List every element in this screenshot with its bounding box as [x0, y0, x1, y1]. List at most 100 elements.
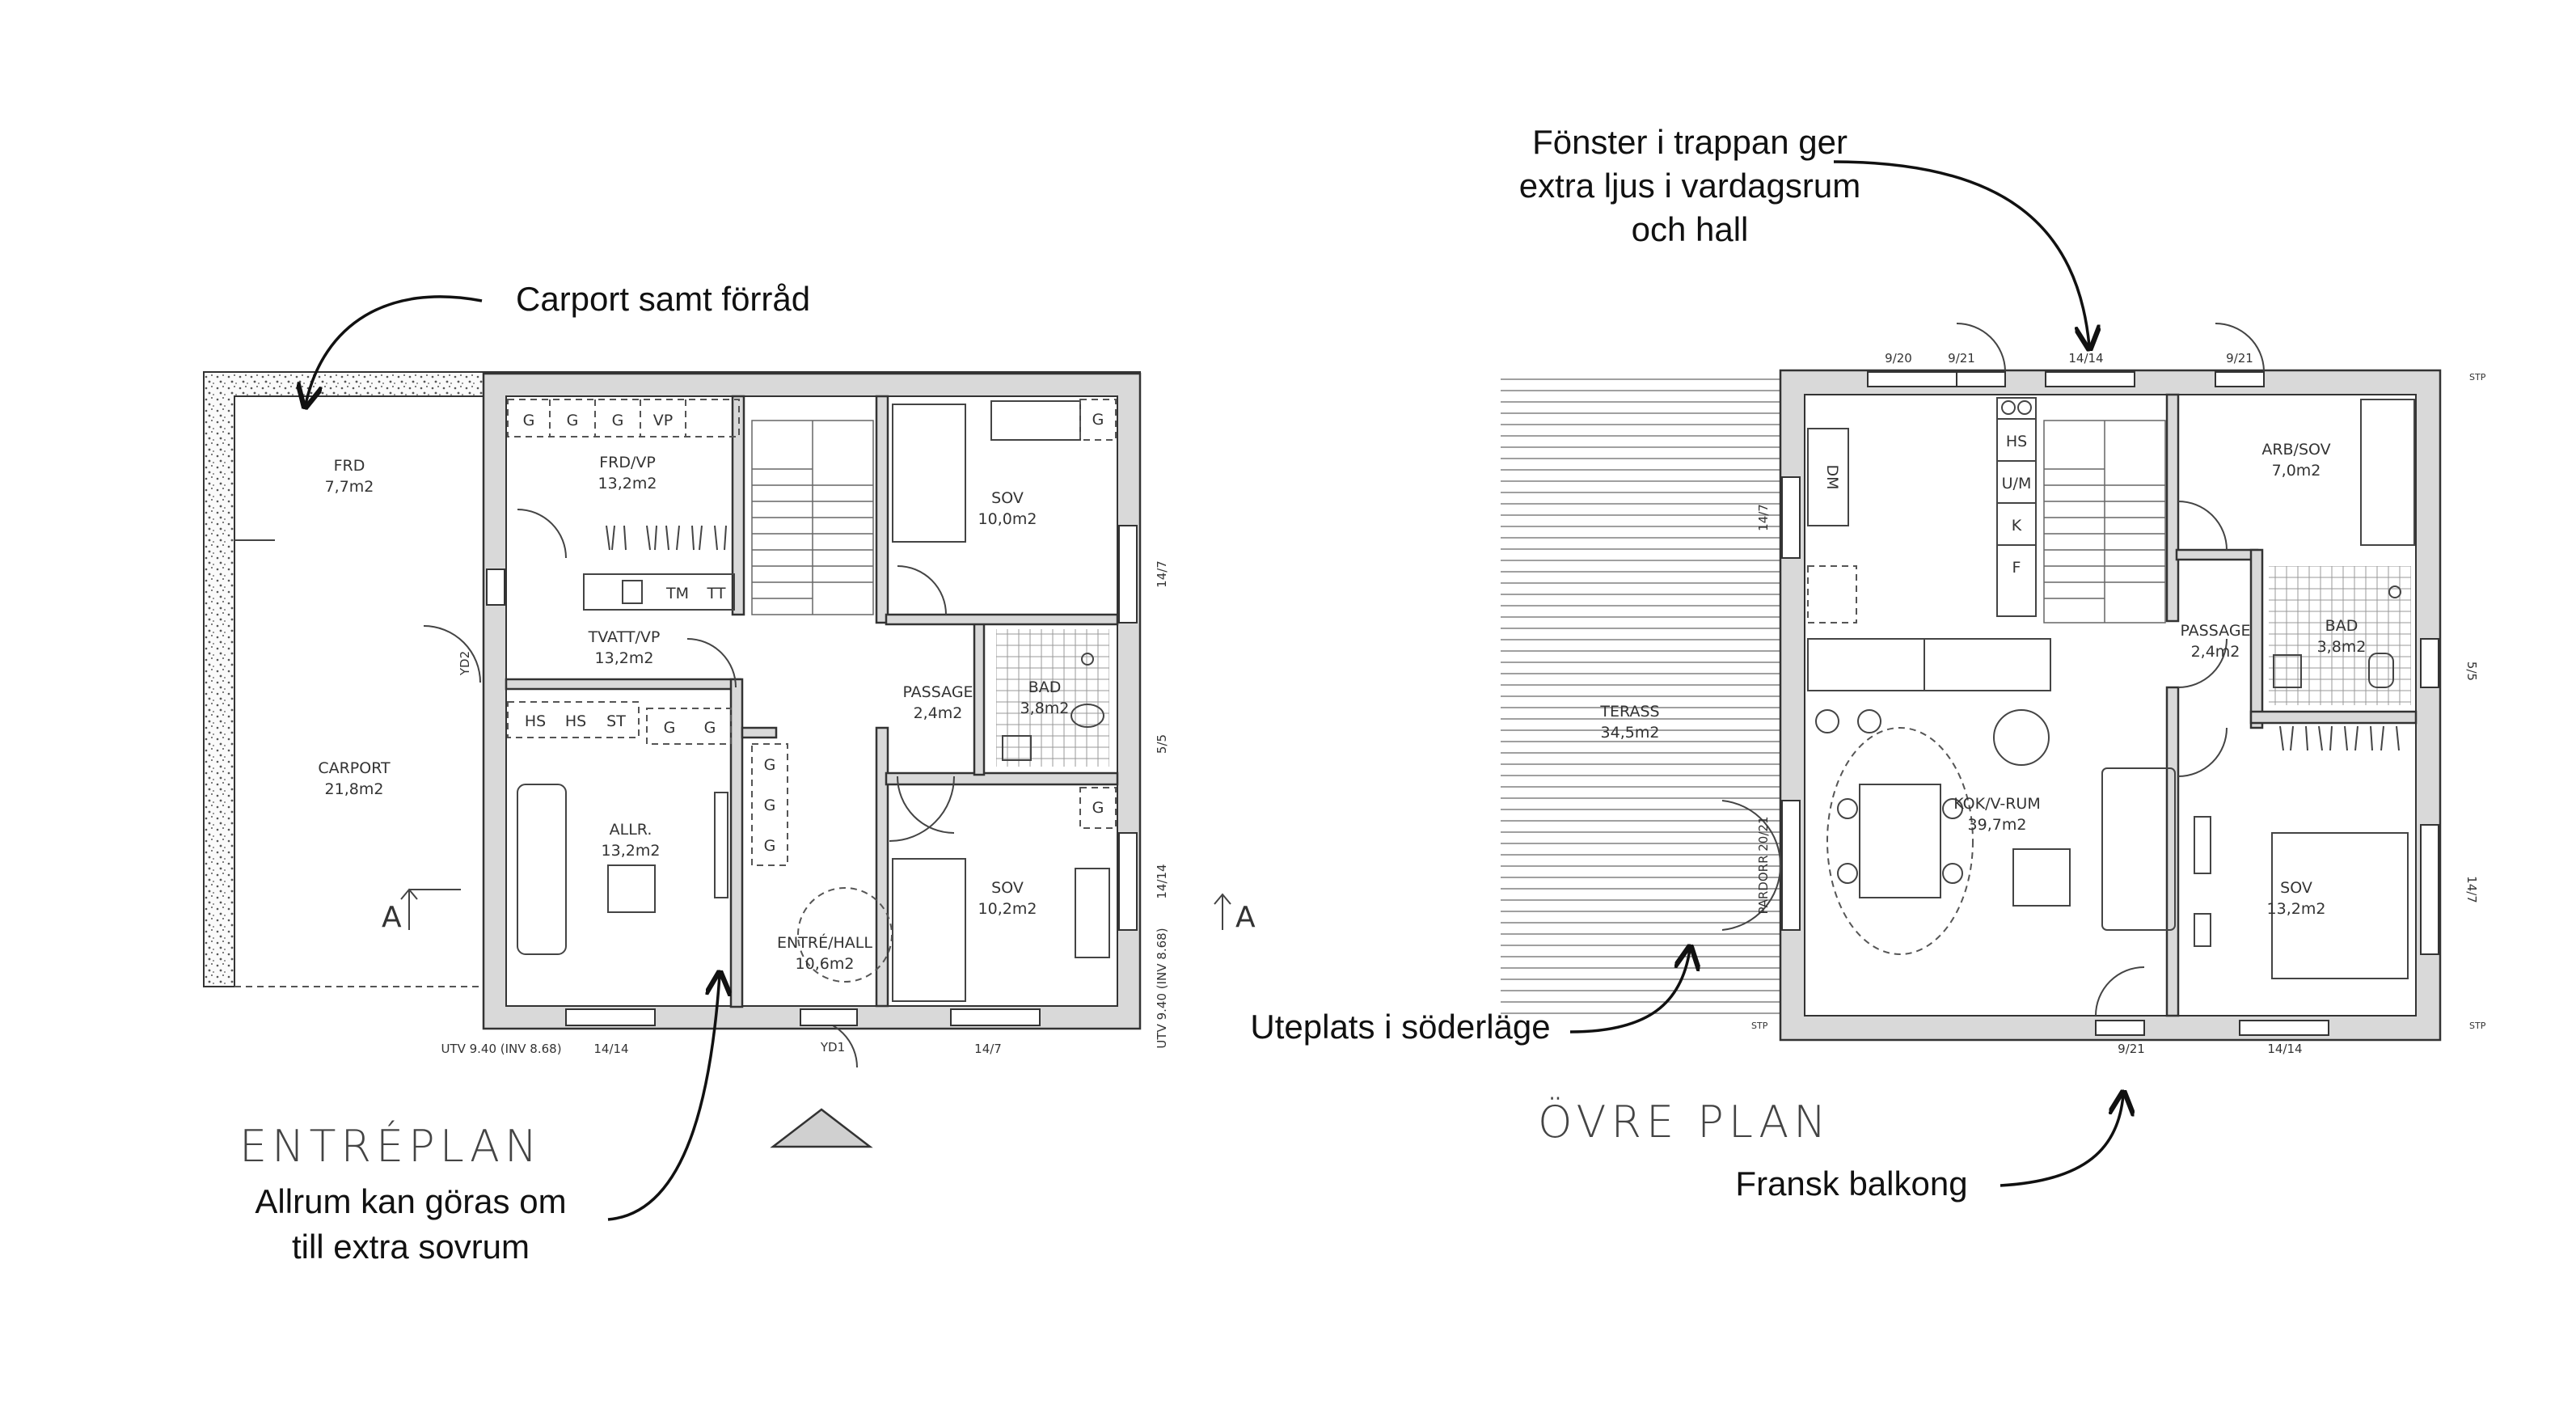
door-swing-3: [897, 565, 947, 615]
window-t1: [1867, 371, 1957, 387]
desk-sov2: [1075, 868, 1110, 958]
arrow-window: [1833, 160, 2089, 346]
dim-upper-147: 14/7: [1756, 504, 1771, 531]
room-name-kok: KOK/V-RUM: [1953, 795, 2040, 813]
hob-1: [2001, 400, 2016, 415]
allr-table: [607, 864, 656, 913]
room-name-passage: PASSAGE: [902, 683, 973, 701]
dim-upper-921a: 9/21: [1948, 351, 1975, 366]
wall-hall-stub: [741, 726, 778, 739]
room-area-frd: 7,7m2: [325, 478, 374, 496]
window-stair: [2045, 371, 2135, 387]
door-swing-2: [686, 638, 737, 688]
door-top-2: [2215, 371, 2265, 387]
laundry-sink: [622, 580, 643, 604]
bed-sov2: [892, 858, 966, 1002]
utv-bottom: UTV 9.40 (INV 8.68): [441, 1042, 561, 1056]
dim-right-1414: 14/14: [1155, 864, 1169, 898]
annotation-patio: Uteplats i söderläge: [1250, 1008, 1550, 1046]
section-mark-left: A: [382, 901, 402, 934]
hall-cabinets: [646, 708, 732, 745]
room-name-sov1: SOV: [991, 489, 1024, 507]
door-swing-balcony: [2095, 966, 2145, 1017]
dim-upper-1414: 14/14: [2068, 351, 2103, 366]
bath-sink: [1002, 735, 1032, 761]
fixture-g-3: G: [612, 412, 624, 429]
wall-stair-left: [731, 395, 745, 616]
fixture-g-7: G: [764, 797, 776, 814]
window-b2: [950, 1008, 1041, 1026]
room-area-upper-passage: 2,4m2: [2191, 643, 2240, 661]
entre-turn-circle: [797, 887, 893, 983]
clothes-rack: [606, 525, 727, 551]
bed-arb: [2360, 399, 2415, 546]
section-arrow-right: [1214, 893, 1231, 930]
arrow-allrum: [607, 975, 720, 1221]
room-area-tvatt: 13,2m2: [595, 649, 654, 667]
wall-bath-upper-left: [2249, 548, 2264, 729]
dining-table-outline: [1826, 727, 1974, 955]
stp-mark-2: STP: [2469, 1021, 2486, 1031]
upper-nightstand: [2194, 913, 2211, 947]
door-swing-yd2: [423, 625, 481, 683]
kitchen-column: [1996, 397, 2037, 617]
dim-upper-921b: 9/21: [2226, 351, 2253, 366]
door-top-1: [1956, 371, 2006, 387]
fixture-hs-1: HS: [525, 712, 546, 730]
bed-sov-upper: [2271, 832, 2409, 979]
ground-stairs: [751, 420, 874, 615]
door-swing-4: [897, 776, 955, 834]
room-name-entre: ENTRÉ/HALL: [777, 933, 872, 952]
utv-side: UTV 9.40 (INV 8.68): [1155, 928, 1169, 1048]
ground-floor-plan: G G G VP TM TT HS HS ST G G G G G: [203, 371, 1256, 1148]
annotation-window-2: extra ljus i vardagsrum: [1519, 167, 1860, 205]
door-swing-sov: [2177, 727, 2228, 777]
north-arrow-icon: [770, 1108, 873, 1148]
room-name-upper-sov: SOV: [2280, 879, 2312, 897]
annotation-window-1: Fönster i trappan ger: [1532, 123, 1848, 161]
room-name-sov2: SOV: [991, 879, 1024, 897]
upper-shelf: [2194, 816, 2211, 874]
wall-stair-right: [875, 395, 889, 624]
section-mark-right: A: [1235, 901, 1256, 934]
room-area-upper-bad: 3,8m2: [2317, 638, 2367, 656]
bed-sov1: [892, 404, 966, 543]
room-area-sov1: 10,0m2: [978, 510, 1037, 528]
fixture-g-6: G: [764, 756, 776, 774]
upper-floor-plan: HS U/M K F DM: [1501, 323, 2486, 1056]
window-r2: [1118, 832, 1138, 931]
dim-right-147: 14/7: [1155, 560, 1169, 588]
allr-sofa: [517, 784, 567, 955]
door-swing-arb: [2177, 501, 2228, 551]
room-area-sov2: 10,2m2: [978, 900, 1037, 918]
dim-upper-920: 9/20: [1885, 351, 1912, 366]
wardrobe-sov1: [1079, 399, 1117, 441]
title-upper-floor: ÖVRE PLAN: [1538, 1097, 1831, 1148]
bath-tiles: [996, 629, 1109, 767]
door-yd1-label: YD1: [820, 1040, 845, 1055]
annotation-window-3: och hall: [1632, 210, 1749, 248]
fixture-upper-dm: DM: [1823, 464, 1841, 489]
fixture-vp: VP: [653, 412, 673, 429]
stp-mark-3: STP: [1751, 1021, 1768, 1031]
coffee-table: [2012, 848, 2071, 907]
window-l1: [486, 569, 505, 606]
fixture-upper-um: U/M: [2002, 475, 2032, 492]
fixture-g-10: G: [1092, 799, 1104, 817]
dining-table: [1859, 784, 1941, 898]
arrow-balcony: [2000, 1095, 2123, 1187]
room-name-upper-passage: PASSAGE: [2180, 622, 2250, 640]
room-area-frd-vp: 13,2m2: [598, 475, 657, 492]
dishwasher-unit: [1807, 428, 1849, 526]
door-swing-pardorr-2: [1721, 864, 1782, 931]
arrow-carport: [306, 295, 483, 404]
bath-toilet: [1071, 704, 1104, 728]
wall-bedroom-left: [875, 726, 889, 1008]
upper-bath-sink: [2273, 654, 2302, 688]
door-swing-top-1: [1956, 323, 2006, 371]
fixture-g-9: G: [1092, 411, 1104, 429]
door-balcony: [2095, 1020, 2145, 1036]
window-upper-b1: [2239, 1020, 2329, 1036]
room-name-carport: CARPORT: [318, 759, 391, 777]
